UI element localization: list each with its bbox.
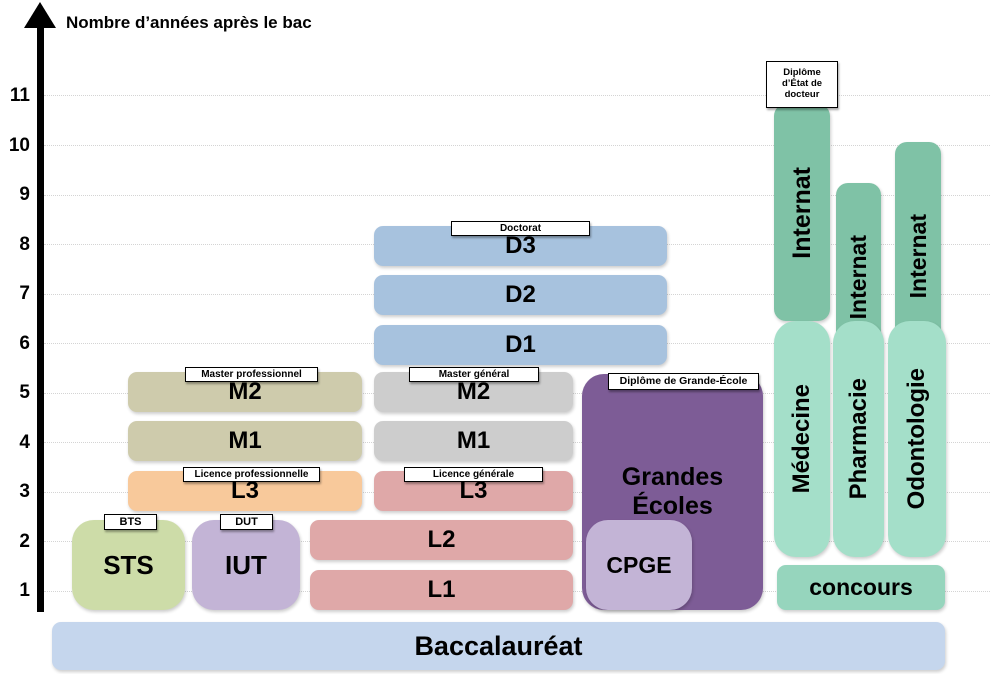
callout-licence-generale: Licence générale — [404, 467, 543, 482]
box-d1[interactable]: D1 — [374, 325, 667, 365]
box-m1-pro[interactable]: M1 — [128, 421, 362, 461]
box-l2-label: L2 — [427, 526, 456, 553]
box-m1-gen[interactable]: M1 — [374, 421, 573, 461]
box-concours[interactable]: concours — [777, 565, 945, 610]
box-medecine-label: Médecine — [788, 384, 815, 494]
box-d2[interactable]: D2 — [374, 275, 667, 315]
box-sts[interactable]: STS — [72, 520, 185, 610]
callout-master-general: Master général — [409, 367, 539, 382]
box-m2-pro-label: M2 — [228, 378, 262, 405]
box-baccalaureat[interactable]: Baccalauréat — [52, 622, 945, 670]
box-cpge[interactable]: CPGE — [586, 520, 692, 610]
chart-title: Nombre d’années après le bac — [66, 13, 312, 32]
gridline-10 — [44, 145, 990, 146]
gridline-11 — [44, 95, 990, 96]
y-tick-5: 5 — [19, 382, 30, 403]
box-medecine[interactable]: Médecine — [774, 321, 830, 557]
y-tick-8: 8 — [19, 234, 30, 255]
box-cpge-label: CPGE — [606, 551, 672, 578]
box-sts-label: STS — [103, 549, 154, 580]
box-internat-medecine[interactable]: Internat — [774, 104, 830, 321]
box-m1-pro-label: M1 — [228, 427, 262, 454]
callout-doctorat: Doctorat — [451, 221, 590, 236]
callout-diplome-etat-docteur: Diplôme d’État de docteur — [766, 61, 838, 108]
box-internat-pharmacie-label: Internat — [845, 234, 871, 320]
box-d1-label: D1 — [505, 331, 536, 358]
callout-licence-professionnelle: Licence professionnelle — [183, 467, 320, 482]
box-iut[interactable]: IUT — [192, 520, 300, 610]
axis-arrow-head — [24, 2, 56, 28]
y-tick-11: 11 — [9, 85, 30, 106]
box-l3-pro[interactable]: L3 — [128, 471, 362, 511]
box-pharmacie-label: Pharmacie — [844, 378, 872, 500]
box-d2-label: D2 — [505, 281, 536, 308]
box-odontologie[interactable]: Odontologie — [888, 321, 946, 557]
y-tick-4: 4 — [19, 432, 30, 453]
callout-diplome-grande-ecole: Diplôme de Grande-École — [608, 373, 759, 390]
y-tick-10: 10 — [8, 135, 30, 156]
box-baccalaureat-label: Baccalauréat — [414, 630, 583, 661]
box-m1-gen-label: M1 — [456, 427, 491, 454]
y-tick-3: 3 — [19, 481, 30, 502]
y-axis-line — [37, 24, 44, 612]
box-d3-label: D3 — [505, 232, 536, 259]
box-pharmacie[interactable]: Pharmacie — [833, 321, 884, 557]
gridline-9 — [44, 195, 990, 196]
box-m2-gen-label: M2 — [456, 378, 491, 405]
y-tick-6: 6 — [19, 333, 30, 354]
y-tick-7: 7 — [19, 283, 30, 304]
box-iut-label: IUT — [225, 549, 267, 580]
box-odontologie-label: Odontologie — [903, 368, 930, 510]
y-tick-9: 9 — [19, 184, 30, 205]
box-l2[interactable]: L2 — [310, 520, 573, 560]
box-concours-label: concours — [809, 574, 913, 600]
box-l1-label: L1 — [427, 576, 456, 603]
callout-docteur-text: Diplôme d’État de docteur — [781, 67, 823, 100]
callout-master-professionnel: Master professionnel — [185, 367, 318, 382]
callout-dut: DUT — [220, 514, 273, 530]
callout-bts: BTS — [104, 514, 157, 530]
box-grandes-ecoles-label-line1: Grandes — [621, 463, 724, 492]
box-internat-medecine-label: Internat — [787, 166, 816, 259]
y-tick-2: 2 — [19, 531, 30, 552]
box-l1[interactable]: L1 — [310, 570, 573, 610]
y-tick-1: 1 — [19, 580, 30, 601]
box-d3[interactable]: D3 — [374, 226, 667, 266]
box-internat-odontologie-label: Internat — [904, 214, 931, 299]
box-grandes-ecoles-label-line2: Écoles — [632, 492, 713, 520]
